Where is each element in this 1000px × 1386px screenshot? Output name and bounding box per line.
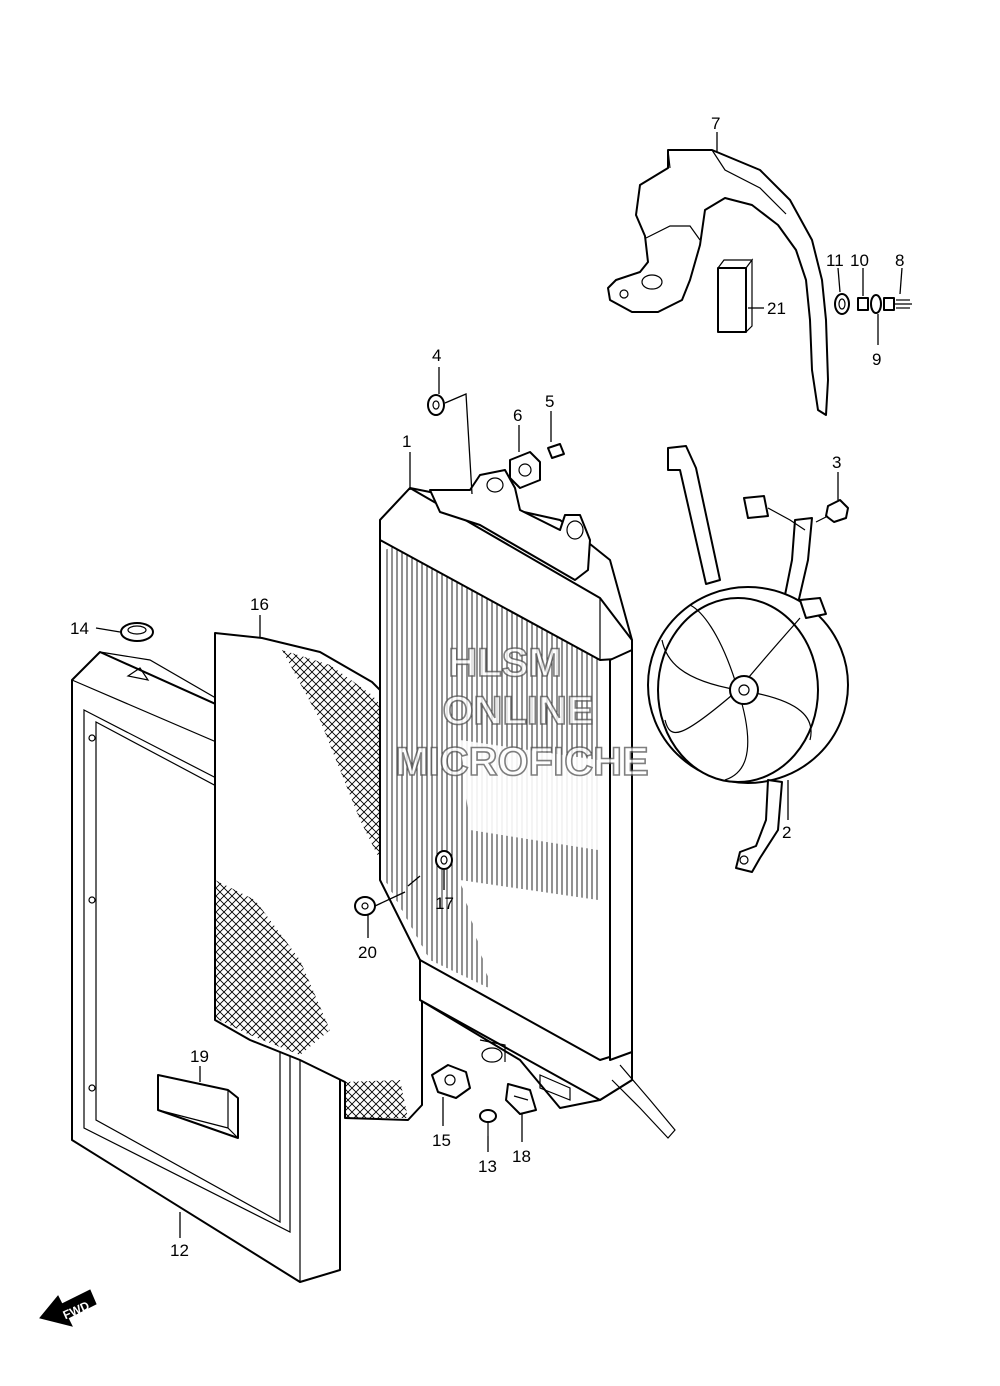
callout-5: 5 (545, 392, 554, 411)
hardware-parts-8-11 (834, 293, 912, 315)
lower-hardware-parts-13-15-18 (431, 1064, 537, 1136)
callout-19: 19 (190, 1047, 209, 1066)
callout-9: 9 (872, 350, 881, 369)
callout-6: 6 (513, 406, 522, 425)
mount-hardware-parts-4-6 (427, 394, 565, 489)
watermark-line-3: MICROFICHE (395, 740, 648, 784)
callout-7: 7 (711, 114, 720, 133)
callout-13: 13 (478, 1157, 497, 1176)
callout-3: 3 (832, 453, 841, 472)
fwd-arrow-icon: FWD (39, 1289, 97, 1327)
watermark-line-1: HLSM (448, 641, 561, 685)
callout-16: 16 (250, 595, 269, 614)
callout-20: 20 (358, 943, 377, 962)
callout-1: 1 (402, 432, 411, 451)
mesh-screen-part-16 (214, 632, 423, 1121)
callout-2: 2 (782, 823, 791, 842)
callout-numbers: 1 2 3 4 5 6 7 8 9 10 11 12 13 14 15 16 1… (70, 114, 904, 1260)
fan-bracket-part-7 (607, 149, 829, 416)
callout-15: 15 (432, 1131, 451, 1150)
callout-11: 11 (826, 251, 844, 270)
grommet-part-14 (120, 622, 154, 642)
label-part-19 (157, 1074, 239, 1139)
leader-lines (95, 132, 903, 1238)
callout-4: 4 (432, 346, 441, 365)
cooling-fan-part-2 (647, 445, 849, 873)
callout-8: 8 (895, 251, 904, 270)
callout-12: 12 (170, 1241, 189, 1260)
radiator-part-1 (379, 469, 676, 1139)
callout-10: 10 (850, 251, 869, 270)
callout-18: 18 (512, 1147, 531, 1166)
callout-21: 21 (767, 299, 786, 318)
callout-14: 14 (70, 619, 89, 638)
callout-17: 17 (435, 894, 454, 913)
watermark-line-2: ONLINE (442, 689, 593, 733)
nut-washer-parts-17-20 (354, 850, 453, 916)
bolt-part-3 (815, 499, 849, 523)
watermark: HLSM ONLINE MICROFICHE (395, 640, 650, 785)
rubber-strip-part-21 (717, 258, 754, 333)
